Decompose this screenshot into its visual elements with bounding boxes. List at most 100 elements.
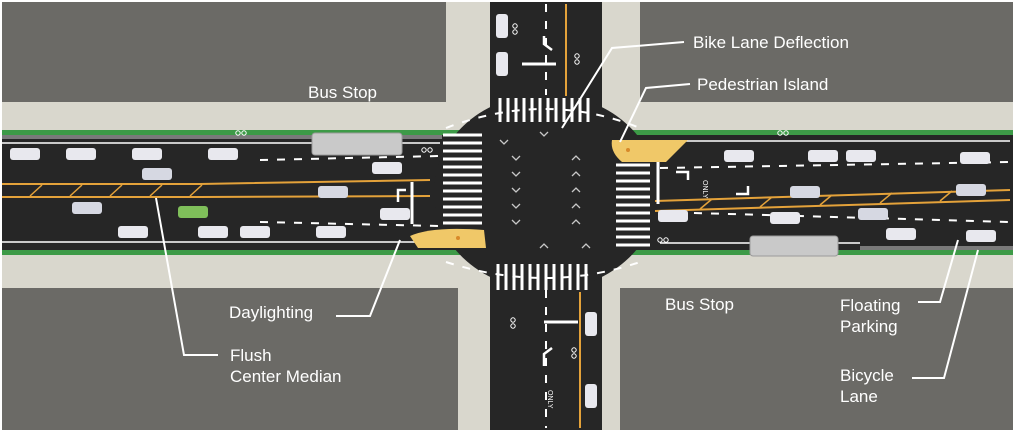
traffic-west xyxy=(72,162,410,220)
car-icon xyxy=(240,226,270,238)
bicycle-symbols xyxy=(235,23,789,359)
city-block-sw xyxy=(2,288,458,430)
traffic-east xyxy=(658,150,996,242)
callout-line-flush-center-median xyxy=(155,197,218,356)
turn-arrow-icon xyxy=(542,347,553,366)
lane-markings xyxy=(259,4,1011,428)
intersection-chevrons xyxy=(499,131,591,249)
car-icon xyxy=(846,150,876,162)
bicycle-icon xyxy=(657,237,669,243)
lane-line-east-north xyxy=(659,161,1011,169)
callout-line-daylighting xyxy=(336,239,401,317)
chevron-icon xyxy=(499,139,509,145)
chevron-icon xyxy=(539,243,549,249)
median-line-east-lower xyxy=(654,199,1011,212)
pedestrian-island-dot xyxy=(456,236,460,240)
label-daylighting: Daylighting xyxy=(229,303,314,322)
chevron-icon xyxy=(511,155,521,161)
bicycle-icon xyxy=(421,147,433,153)
flush-center-median xyxy=(2,4,1011,428)
car-icon xyxy=(496,14,508,38)
chevron-icon xyxy=(581,243,591,249)
car-icon xyxy=(118,226,148,238)
car-icon xyxy=(10,148,40,160)
turn-arrow-icon xyxy=(676,170,690,180)
traffic-north-south xyxy=(496,14,597,408)
hatch xyxy=(879,192,893,204)
chevron-icon xyxy=(571,187,581,193)
lane-line-west-south xyxy=(259,221,441,227)
pedestrian-island-dot xyxy=(626,148,630,152)
parked-cars-west-south xyxy=(118,226,346,238)
bicycle-icon xyxy=(512,23,518,35)
callout-line-bicycle-lane xyxy=(912,249,979,379)
parking-separator-west xyxy=(2,135,442,139)
label-bus-stop-south: Bus Stop xyxy=(665,295,734,314)
hatch xyxy=(759,196,773,208)
callout-lines xyxy=(155,41,979,379)
hatch xyxy=(189,184,203,197)
lane-line-west-north xyxy=(259,155,441,161)
median-hatching xyxy=(29,184,953,210)
label-line: Bicycle xyxy=(840,366,894,385)
car-icon xyxy=(380,208,410,220)
hatch xyxy=(939,190,953,202)
car-icon xyxy=(585,312,597,336)
parked-cars-west-north xyxy=(10,148,238,160)
chevron-icon xyxy=(511,203,521,209)
car-icon xyxy=(132,148,162,160)
chevron-icon xyxy=(571,219,581,225)
bus-icon xyxy=(311,132,403,156)
car-icon xyxy=(72,202,102,214)
hatch xyxy=(699,198,713,210)
turn-arrows xyxy=(396,36,750,366)
only-marking: ONLY xyxy=(546,390,553,409)
callout-line-pedestrian-island xyxy=(619,83,691,143)
turn-arrow-icon xyxy=(396,188,406,202)
bicycle-icon xyxy=(571,347,577,359)
bicycle-icon xyxy=(510,317,516,329)
median-line-lower xyxy=(2,195,431,198)
car-icon xyxy=(956,184,986,196)
intersection-box xyxy=(434,94,658,290)
chevron-icon xyxy=(511,187,521,193)
turn-arrow-icon xyxy=(542,36,553,51)
label-bus-stop-north: Bus Stop xyxy=(308,83,377,102)
bicycle-icon xyxy=(574,53,580,65)
chevron-icon xyxy=(511,219,521,225)
deflection-path-north xyxy=(445,108,641,129)
car-icon xyxy=(966,230,996,242)
label-line: Parking xyxy=(840,317,898,336)
label-line: Floating xyxy=(840,296,901,315)
parking-separator-east xyxy=(860,246,1013,250)
car-icon xyxy=(142,168,172,180)
car-icon xyxy=(770,212,800,224)
crosswalk-west xyxy=(443,133,482,225)
car-icon xyxy=(496,52,508,76)
bus-icon xyxy=(749,235,839,257)
chevron-icon xyxy=(571,203,581,209)
crosswalk-south xyxy=(496,264,588,290)
hatch xyxy=(29,184,43,197)
label-line: Center Median xyxy=(230,367,342,386)
car-icon xyxy=(960,152,990,164)
hatch xyxy=(149,184,163,197)
callout-line-floating-parking xyxy=(918,239,959,303)
car-icon xyxy=(585,384,597,408)
car-icon xyxy=(658,210,688,222)
stop-bars xyxy=(410,62,660,324)
bicycle-icon xyxy=(777,130,789,136)
car-icon xyxy=(724,150,754,162)
chevron-icon xyxy=(511,171,521,177)
label-bicycle-lane: Bicycle Lane xyxy=(840,365,894,407)
hatch xyxy=(819,194,833,206)
hatch xyxy=(109,184,123,197)
crosswalk-north xyxy=(498,98,590,122)
car-icon xyxy=(178,206,208,218)
pedestrian-island-sw xyxy=(410,228,486,248)
car-icon xyxy=(316,226,346,238)
car-icon xyxy=(790,186,820,198)
only-marking: ONLY xyxy=(701,180,708,199)
